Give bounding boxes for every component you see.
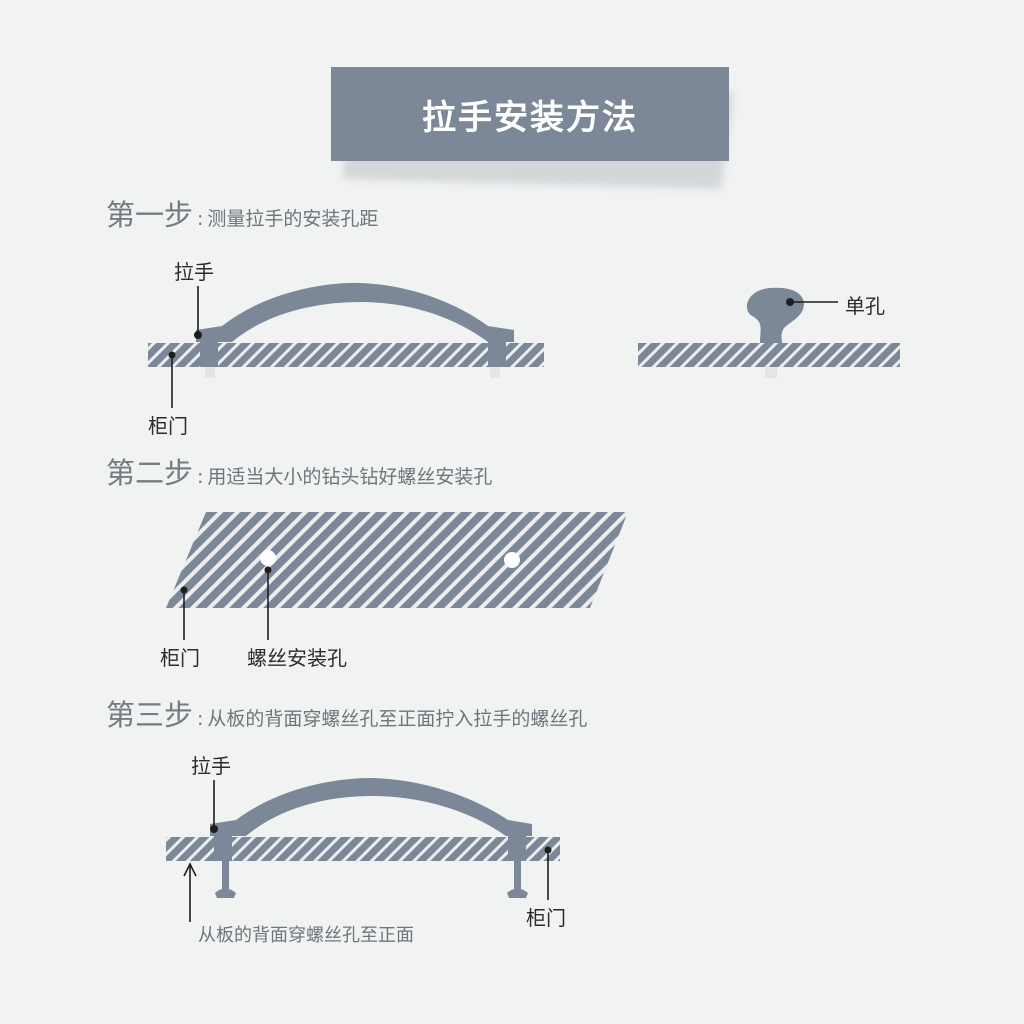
- step-1-colon: :: [197, 208, 204, 230]
- step-3-text: 从板的背面穿螺丝孔至正面拧入拉手的螺丝孔: [207, 708, 588, 730]
- step-1-number: 第一步: [106, 198, 194, 232]
- page-title: 拉手安装方法: [422, 97, 638, 138]
- screw-shaft-right: [514, 861, 521, 891]
- screw-hole-left: [260, 550, 276, 566]
- step-3-heading: 第三步 : 从板的背面穿螺丝孔至正面拧入拉手的螺丝孔: [106, 692, 587, 734]
- step-2-number: 第二步: [106, 456, 194, 490]
- screw-head-right: [507, 888, 528, 898]
- step-3-colon: :: [197, 708, 204, 730]
- label-handle-3: 拉手: [191, 754, 231, 778]
- screw-head-left: [215, 888, 236, 898]
- knob-shape: [746, 287, 804, 343]
- handle-leg-right: [488, 338, 506, 367]
- cabinet-door-perspective: [166, 512, 628, 608]
- title-banner: 拉手安装方法: [331, 67, 729, 161]
- step-1-bar-handle-diagram: [148, 282, 544, 408]
- label-handle-1: 拉手: [174, 260, 214, 284]
- screw-stub-left: [205, 367, 215, 378]
- step-2-colon: :: [197, 466, 204, 488]
- knob-screw-stub: [765, 367, 777, 378]
- step-1-heading: 第一步 : 测量拉手的安装孔距: [106, 192, 378, 234]
- screw-shaft-left: [222, 861, 229, 891]
- step-1-knob-diagram: [638, 287, 900, 378]
- label-single-hole: 单孔: [845, 294, 885, 318]
- cabinet-door-panel-knob: [638, 343, 900, 367]
- step-2-drilled-panel-diagram: [166, 512, 628, 640]
- bar-handle-arch: [196, 282, 514, 342]
- screw-stub-right: [490, 367, 500, 378]
- handle-leg-left-3: [214, 830, 232, 861]
- label-door-2: 柜门: [160, 646, 200, 670]
- label-door-1: 柜门: [148, 414, 188, 438]
- handle-leg-left: [200, 338, 218, 367]
- label-screw-hole: 螺丝安装孔: [247, 646, 347, 670]
- back-arrow-icon: [183, 862, 197, 877]
- screw-hole-right: [504, 552, 520, 568]
- step-1-text: 测量拉手的安装孔距: [207, 208, 379, 230]
- handle-leg-right-3: [508, 830, 526, 861]
- step-2-heading: 第二步 : 用适当大小的钻头钻好螺丝安装孔: [106, 450, 492, 492]
- bar-handle-arch-3: [210, 778, 532, 836]
- step-3-installed-handle-diagram: [166, 778, 560, 922]
- label-back-note: 从板的背面穿螺丝孔至正面: [198, 925, 414, 946]
- label-door-3: 柜门: [526, 906, 566, 930]
- step-2-text: 用适当大小的钻头钻好螺丝安装孔: [207, 466, 493, 488]
- step-3-number: 第三步: [106, 698, 194, 732]
